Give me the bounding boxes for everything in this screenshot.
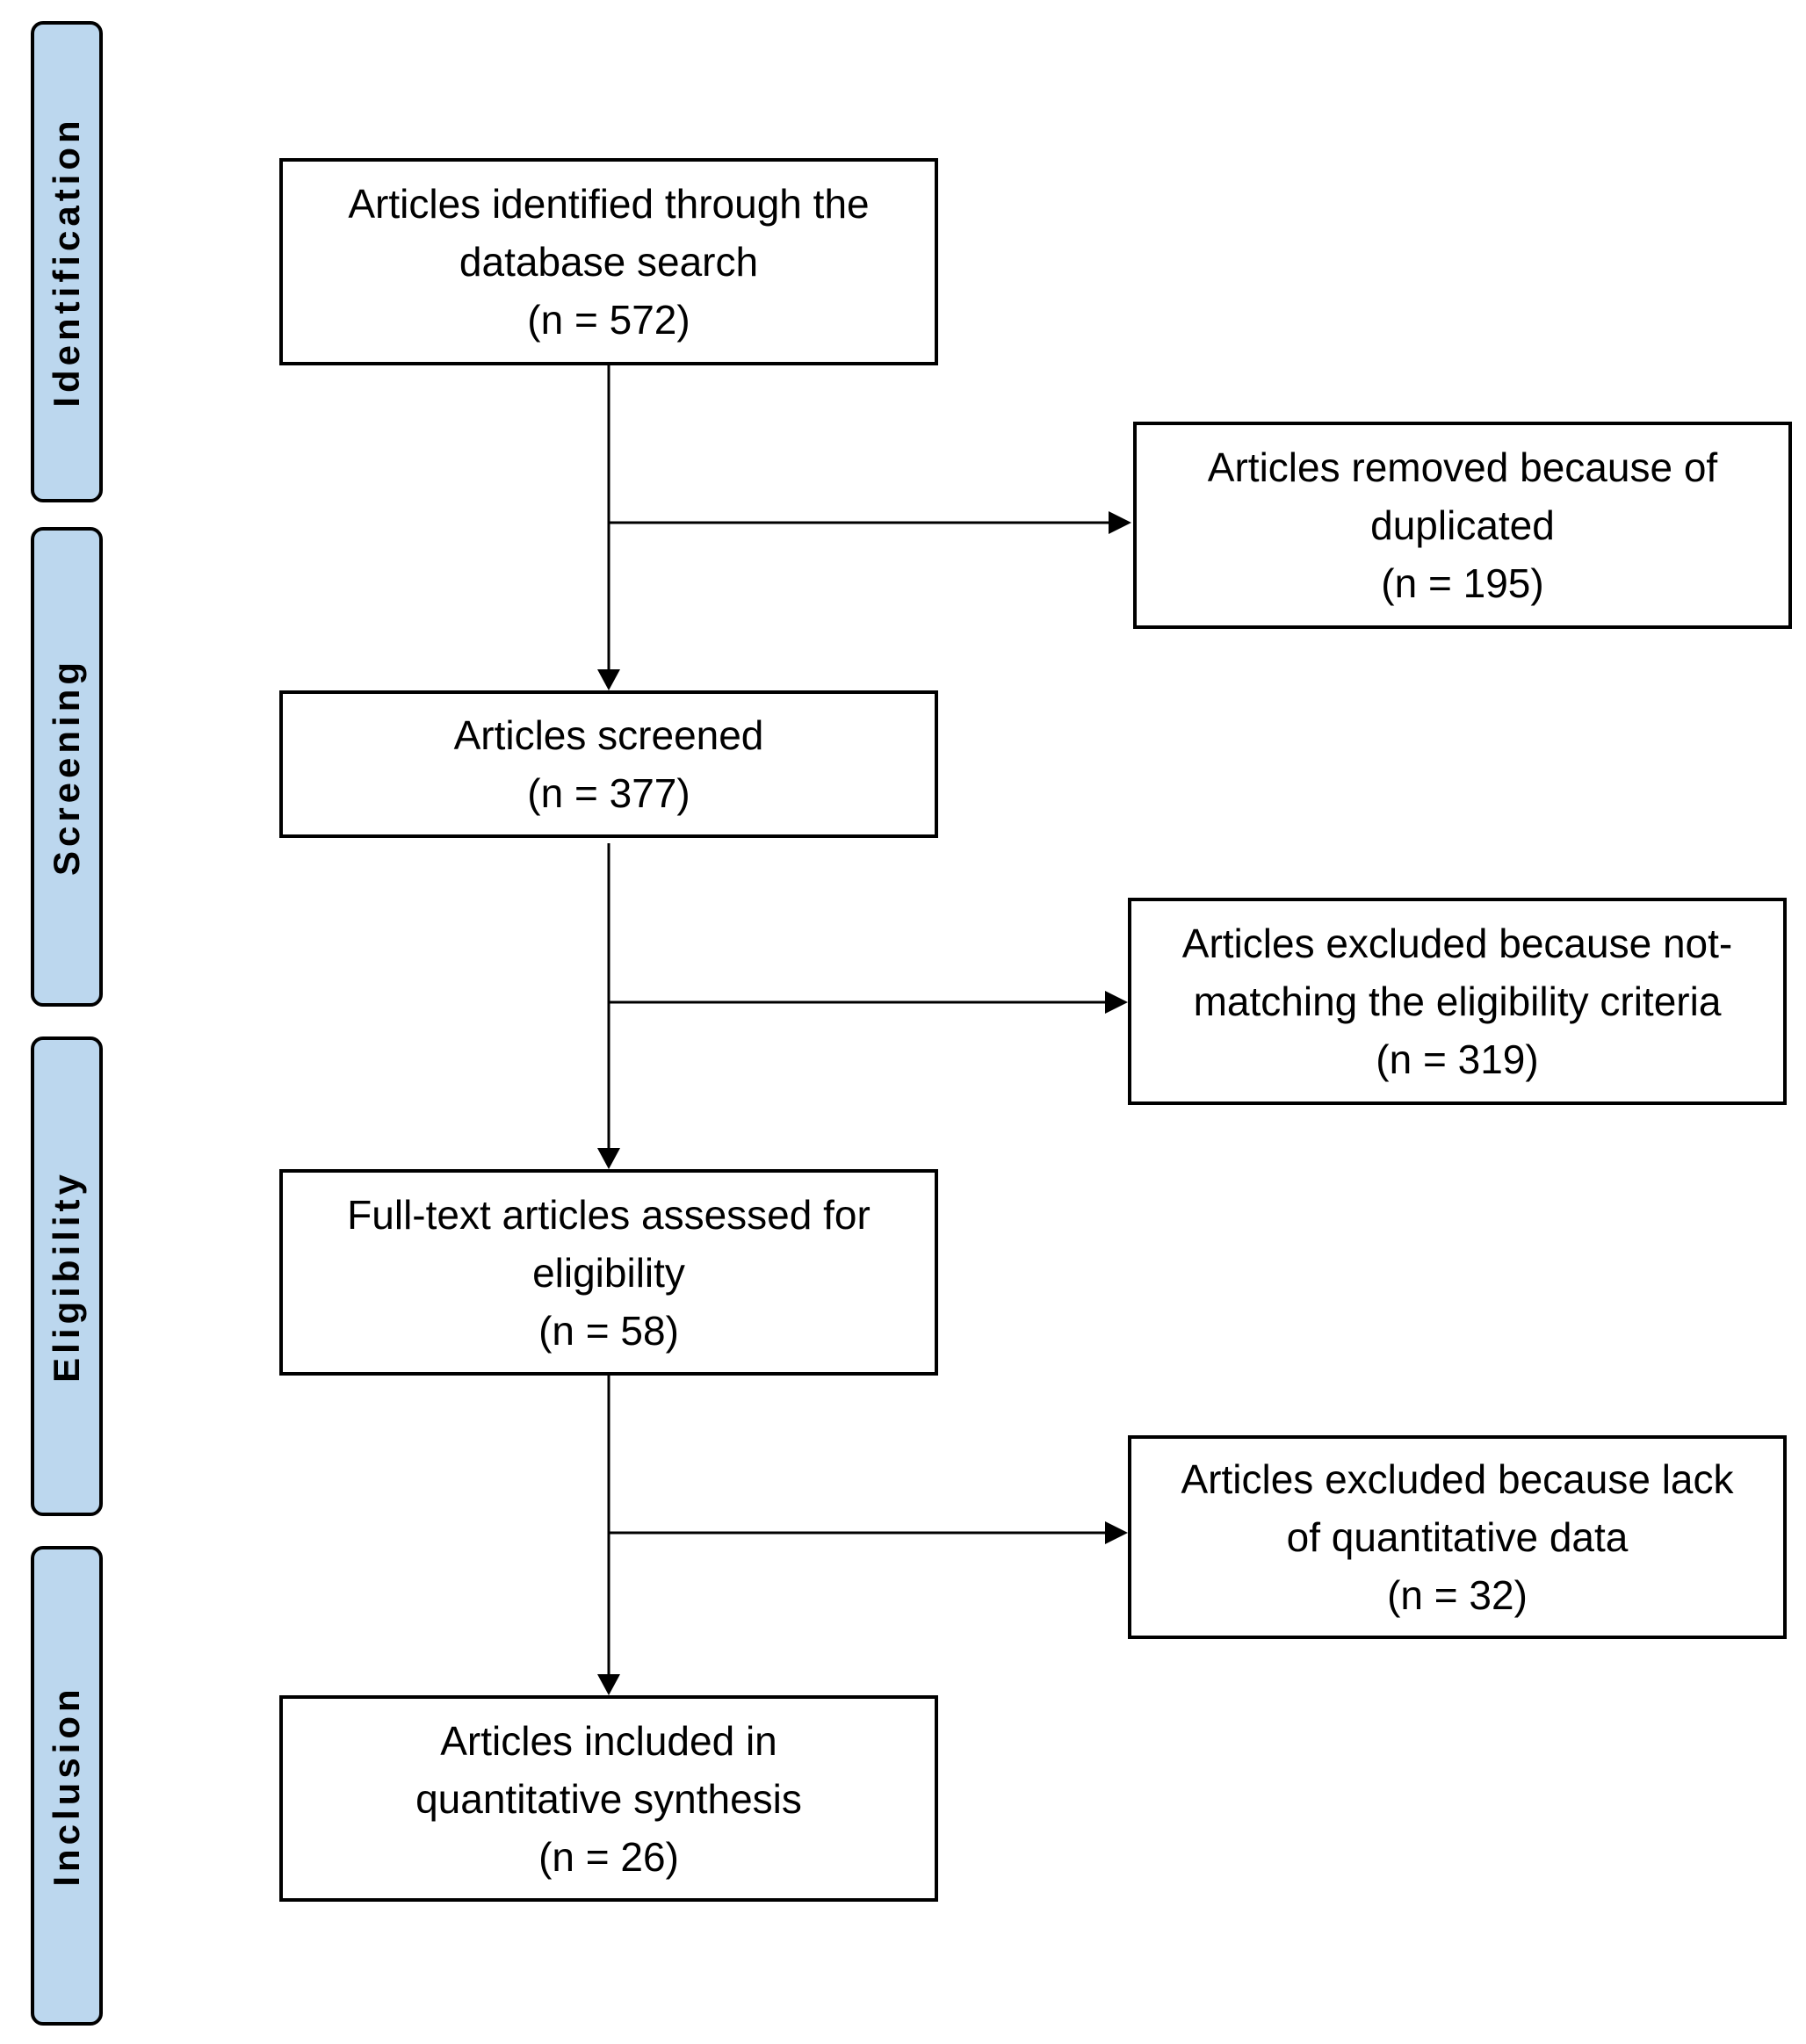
box-duplicates-line2: duplicated <box>1370 502 1555 548</box>
box-included-count: (n = 26) <box>538 1833 679 1880</box>
box-screened: Articles screened (n = 377) <box>279 690 938 838</box>
arrowhead-duplicates <box>1109 511 1131 534</box>
arrowhead-included <box>597 1674 620 1695</box>
box-identified-line1: Articles identified through the <box>348 181 870 227</box>
box-screened-line1: Articles screened <box>453 712 764 758</box>
stage-eligibility: Eligibility <box>31 1036 103 1516</box>
arrowhead-screened <box>597 669 620 690</box>
box-screened-count: (n = 377) <box>527 770 690 816</box>
box-full-text-line1: Full-text articles assessed for <box>347 1191 870 1238</box>
box-identified-line2: database search <box>459 239 759 285</box>
stage-screening: Screening <box>31 527 103 1007</box>
box-not-matching-line1: Articles excluded because not- <box>1181 921 1733 966</box>
box-lack-data-line2: of quantitative data <box>1286 1514 1629 1560</box>
box-full-text-count: (n = 58) <box>538 1307 679 1354</box>
arrowhead-fulltext <box>597 1148 620 1169</box>
box-duplicates-count: (n = 195) <box>1381 560 1544 606</box>
box-included-line1: Articles included in <box>440 1717 777 1764</box>
box-included-line2: quantitative synthesis <box>415 1775 802 1822</box>
arrowhead-lack-data <box>1105 1521 1128 1544</box>
arrowhead-not-matching <box>1105 991 1128 1014</box>
box-not-matching-line2: matching the eligibility criteria <box>1193 979 1722 1024</box>
box-full-text: Full-text articles assessed for eligibil… <box>279 1169 938 1376</box>
box-lack-data-line1: Articles excluded because lack <box>1181 1456 1734 1502</box>
box-identified: Articles identified through the database… <box>279 158 938 365</box>
box-duplicates: Articles removed because of duplicated (… <box>1133 422 1792 629</box>
box-full-text-line2: eligibility <box>532 1249 685 1296</box>
stage-identification: Identification <box>31 21 103 502</box>
stage-inclusion: Inclusion <box>31 1546 103 2026</box>
box-included: Articles included in quantitative synthe… <box>279 1695 938 1902</box>
box-lack-data: Articles excluded because lack of quanti… <box>1128 1435 1787 1639</box>
box-not-matching: Articles excluded because not- matching … <box>1128 898 1787 1105</box>
box-not-matching-count: (n = 319) <box>1376 1036 1539 1082</box>
box-identified-count: (n = 572) <box>527 297 690 343</box>
box-duplicates-line1: Articles removed because of <box>1207 444 1718 490</box>
box-lack-data-count: (n = 32) <box>1387 1572 1528 1618</box>
